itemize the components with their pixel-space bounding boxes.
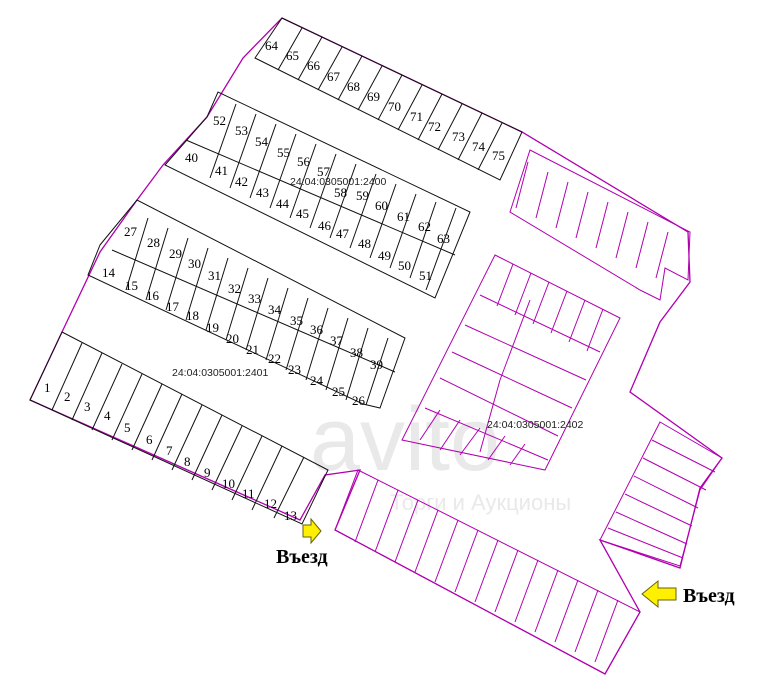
plot-number-10: 10: [222, 476, 235, 491]
cadastral-number-west: 24:04:0305001:2401: [172, 367, 269, 379]
plot-number-12: 12: [264, 496, 277, 511]
arrow-left-icon: [641, 579, 677, 609]
plot-number-66: 66: [307, 58, 321, 73]
plot-number-58: 58: [334, 185, 347, 200]
plot-number-25: 25: [332, 384, 345, 399]
plot-number-2: 2: [64, 389, 71, 404]
plot-number-70: 70: [388, 99, 401, 114]
east-plot-grids: [334, 149, 723, 675]
plot-number-56: 56: [297, 154, 311, 169]
plot-number-5: 5: [124, 420, 131, 435]
watermark-caption: Торги и Аукционы: [390, 490, 571, 515]
plot-number-21: 21: [246, 342, 259, 357]
plot-number-48: 48: [358, 236, 371, 251]
plot-number-1: 1: [44, 380, 51, 395]
plot-number-41: 41: [215, 163, 228, 178]
plot-number-18: 18: [186, 308, 199, 323]
plot-number-19: 19: [206, 320, 219, 335]
plot-number-17: 17: [166, 299, 180, 314]
entrance-left: Въезд: [276, 517, 328, 568]
entrance-left-label: Въезд: [276, 546, 328, 568]
plot-number-55: 55: [277, 145, 290, 160]
plot-number-38: 38: [350, 345, 363, 360]
plot-number-14: 14: [102, 265, 116, 280]
plot-number-16: 16: [146, 288, 160, 303]
entrance-right: Въезд: [641, 579, 735, 609]
plot-number-3: 3: [84, 399, 91, 414]
plot-number-22: 22: [268, 351, 281, 366]
plot-number-23: 23: [288, 362, 301, 377]
plot-number-7: 7: [166, 443, 173, 458]
plot-number-72: 72: [428, 119, 441, 134]
watermark-logo: avito: [310, 390, 500, 490]
plot-number-44: 44: [276, 196, 290, 211]
arrow-right-icon: [302, 517, 322, 545]
plot-number-35: 35: [290, 313, 303, 328]
plot-number-31: 31: [208, 268, 221, 283]
plot-number-68: 68: [347, 79, 360, 94]
plot-number-11: 11: [242, 486, 255, 501]
plot-number-61: 61: [397, 209, 410, 224]
plot-number-39: 39: [370, 357, 383, 372]
plot-number-20: 20: [226, 331, 239, 346]
plot-number-30: 30: [188, 256, 201, 271]
plot-rows: [29, 17, 523, 525]
plot-number-65: 65: [286, 48, 299, 63]
plot-number-40: 40: [185, 150, 198, 165]
plot-number-60: 60: [375, 198, 388, 213]
plot-number-75: 75: [492, 148, 505, 163]
plot-number-73: 73: [452, 129, 465, 144]
plot-number-27: 27: [124, 224, 138, 239]
plot-number-8: 8: [184, 454, 191, 469]
plot-number-26: 26: [352, 393, 366, 408]
plot-number-63: 63: [437, 231, 450, 246]
plot-number-29: 29: [169, 246, 182, 261]
plot-number-33: 33: [248, 291, 261, 306]
plot-number-52: 52: [213, 113, 226, 128]
plot-number-62: 62: [418, 219, 431, 234]
plot-number-13: 13: [284, 508, 297, 523]
cadastral-number-north: 24:04:0305001:2400: [290, 176, 387, 188]
plot-number-45: 45: [296, 206, 309, 221]
plot-number-71: 71: [410, 109, 423, 124]
territory-boundary: [29, 17, 723, 675]
plot-number-24: 24: [310, 373, 324, 388]
cadastral-number-east: 24:04:0305001:2402: [487, 419, 584, 431]
plot-number-36: 36: [310, 322, 324, 337]
plot-number-50: 50: [398, 258, 411, 273]
plot-number-42: 42: [235, 174, 248, 189]
plot-number-28: 28: [147, 235, 160, 250]
entrance-right-label: Въезд: [683, 585, 735, 607]
plot-number-15: 15: [125, 278, 138, 293]
plot-number-4: 4: [104, 408, 111, 423]
plot-number-37: 37: [330, 333, 344, 348]
plot-number-67: 67: [327, 69, 341, 84]
plot-number-53: 53: [235, 123, 248, 138]
plot-number-74: 74: [472, 139, 486, 154]
plot-number-43: 43: [256, 185, 269, 200]
plot-number-labels: 1234567891011121314151617181920212223242…: [44, 38, 505, 523]
plot-number-59: 59: [356, 188, 369, 203]
plot-number-69: 69: [367, 89, 380, 104]
plot-number-9: 9: [204, 465, 211, 480]
plot-number-57: 57: [317, 164, 331, 179]
plot-number-34: 34: [268, 302, 282, 317]
plot-number-51: 51: [419, 268, 432, 283]
plot-number-47: 47: [336, 226, 350, 241]
plot-number-6: 6: [146, 432, 153, 447]
plot-number-46: 46: [318, 218, 332, 233]
plot-number-54: 54: [255, 134, 269, 149]
plot-number-64: 64: [265, 38, 279, 53]
plot-number-49: 49: [378, 248, 391, 263]
plot-number-32: 32: [228, 281, 241, 296]
